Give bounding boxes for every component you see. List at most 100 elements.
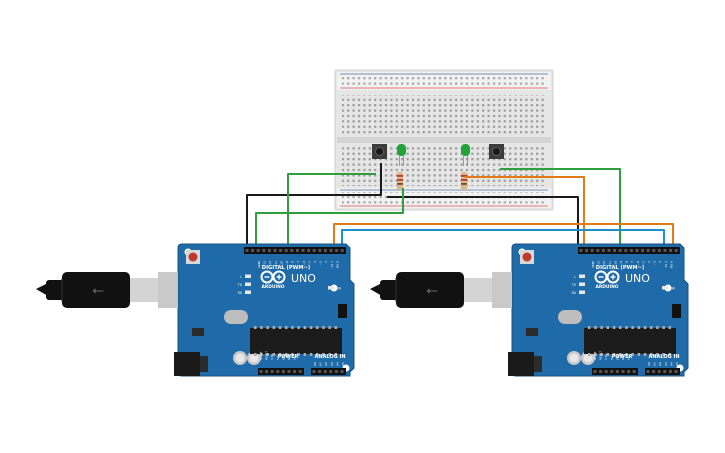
atmega-chip (250, 328, 342, 354)
digital-pin-label: TX 1 (330, 261, 334, 269)
power-label: POWER (278, 354, 299, 360)
digital-pin-label: ~9 (619, 261, 623, 266)
power-led (328, 286, 334, 290)
analog-pin-label: A3 (664, 362, 668, 366)
voltage-regulator (526, 328, 538, 336)
resistor-left[interactable] (397, 172, 403, 190)
digital-pin-label: 2 (324, 261, 328, 263)
crystal (558, 310, 582, 324)
wire-green-left-bottom (255, 188, 404, 250)
power-pin-label: Vin (627, 355, 631, 360)
led-right[interactable] (461, 144, 470, 166)
pushbutton-left[interactable] (372, 144, 387, 159)
digital-header[interactable] (578, 247, 680, 254)
status-led-label: RX (238, 291, 243, 295)
digital-pin-label: ~6 (302, 261, 306, 266)
status-led-label: TX (571, 283, 577, 287)
arduino-logo-icon (594, 270, 620, 284)
power-header[interactable] (258, 368, 304, 375)
power-pin-label: GND (287, 354, 291, 360)
analog-pin-label: A5 (675, 362, 679, 366)
power-pin-label: GND (281, 354, 285, 360)
usb-cable-right[interactable]: ⭠ (370, 272, 512, 308)
resistor-right[interactable] (461, 172, 467, 190)
digital-pin-label: ~10 (613, 261, 617, 267)
power-led (662, 286, 668, 290)
power-label: POWER (612, 354, 633, 360)
digital-pin-label: ~11 (608, 261, 612, 267)
digital-pin-label: ~9 (285, 261, 289, 266)
analog-pin-label: A5 (341, 362, 345, 366)
wire-black-left (246, 163, 382, 250)
power-pin-label: IOREF (593, 351, 597, 360)
brand-label: ARDUINO (261, 284, 284, 290)
power-pin-label: 5V (610, 356, 614, 360)
analog-pin-label: A2 (324, 362, 328, 366)
breadboard (334, 69, 554, 211)
status-led (579, 290, 585, 294)
usb-icon: ⭠ (92, 281, 104, 299)
upper-terminal-strip (342, 95, 546, 135)
usb-icon: ⭠ (426, 281, 438, 299)
wire-orange-long (333, 223, 674, 250)
analog-label: ANALOG IN (648, 354, 679, 360)
digital-pin-label: 4 (313, 261, 317, 263)
digital-header[interactable] (244, 247, 346, 254)
power-pin-label: RESET (599, 351, 603, 360)
status-led (579, 282, 585, 286)
power-header[interactable] (592, 368, 638, 375)
status-led (245, 274, 251, 278)
analog-pin-label: A1 (653, 362, 657, 366)
status-led (245, 290, 251, 294)
model-label: UNO (291, 272, 316, 285)
analog-header[interactable] (645, 368, 680, 375)
power-jack[interactable] (508, 352, 534, 376)
status-led-label: L (240, 275, 242, 279)
power-pin-label: GND (621, 354, 625, 360)
status-led (579, 274, 585, 278)
analog-pin-label: A2 (658, 362, 662, 366)
digital-pin-label: ~6 (636, 261, 640, 266)
usb-cable-left[interactable]: ⭠ (36, 272, 178, 308)
reset-button-cap (188, 252, 198, 262)
power-led-label: ON (670, 287, 676, 291)
status-led-label: TX (237, 283, 243, 287)
wire-orange-right (465, 176, 585, 250)
digital-pin-label: ~10 (279, 261, 283, 267)
led-left[interactable] (397, 144, 406, 166)
analog-header[interactable] (311, 368, 346, 375)
wire-green-left-top (287, 173, 376, 250)
wires (246, 163, 674, 250)
power-pin-label: GND (615, 354, 619, 360)
digital-label: DIGITAL (PWM~) (596, 265, 644, 271)
arduino-logo-icon (260, 270, 286, 284)
digital-pin-label: 2 (658, 261, 662, 263)
power-pin-label: Vin (293, 355, 297, 360)
digital-pin-label: TX 1 (664, 261, 668, 269)
reset-button-cap (522, 252, 532, 262)
analog-pin-label: A1 (319, 362, 323, 366)
center-groove (337, 137, 551, 143)
digital-pin-label: ~3 (653, 261, 657, 266)
digital-pin-label: 13 (597, 261, 601, 265)
digital-pin-label: 7 (296, 261, 300, 263)
power-led-label: ON (336, 287, 342, 291)
digital-pin-label: 8 (625, 261, 629, 263)
digital-pin-label: 12 (602, 261, 606, 265)
digital-pin-label: 4 (647, 261, 651, 263)
analog-pin-label: A4 (669, 362, 673, 366)
digital-pin-label: GND (257, 260, 261, 268)
voltage-regulator (192, 328, 204, 336)
icsp-header (672, 304, 681, 318)
digital-pin-label: 8 (291, 261, 295, 263)
usb-plug (464, 278, 492, 302)
power-jack[interactable] (174, 352, 200, 376)
pushbutton-right[interactable] (489, 144, 504, 159)
usb-plug (130, 278, 158, 302)
digital-label: DIGITAL (PWM~) (262, 265, 310, 271)
power-pin-label: IOREF (259, 351, 263, 360)
status-led (245, 282, 251, 286)
